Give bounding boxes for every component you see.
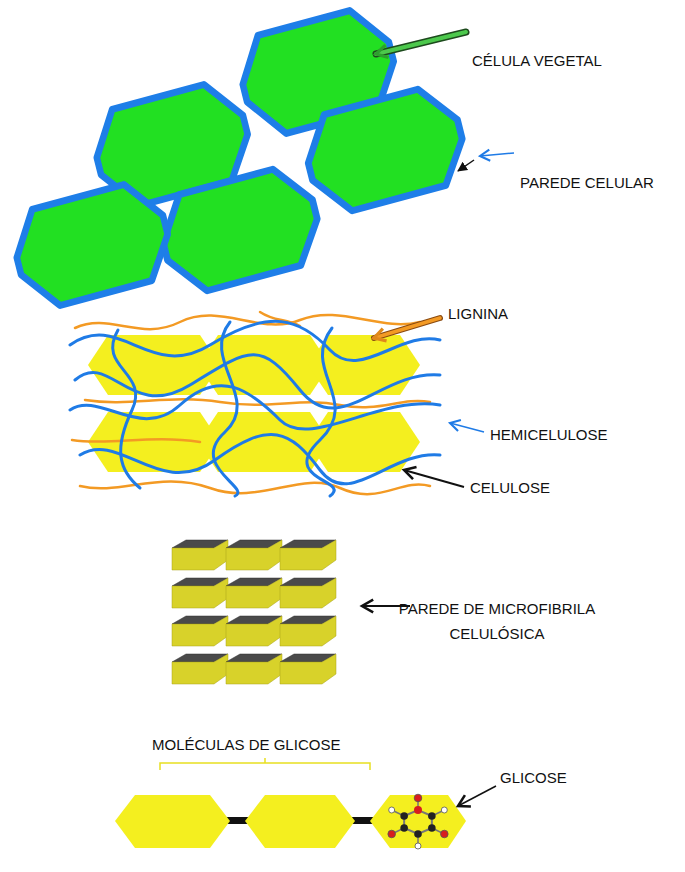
part-label: PAREDE DE MICROFIBRILA CELULÓSICA — [372, 596, 622, 646]
part-label: GLICOSE — [500, 769, 567, 787]
part-label: LIGNINA — [448, 305, 508, 323]
part-label: PAREDE CELULAR — [520, 174, 654, 192]
bracket — [160, 758, 370, 770]
glucose-molecule — [388, 794, 448, 849]
part-label: HEMICELULOSE — [490, 426, 608, 444]
microfibril-stack — [172, 540, 336, 684]
hemicellulose-strands — [70, 321, 440, 496]
leader-arrow — [458, 786, 496, 806]
part-label: CÉLULA VEGETAL — [472, 52, 602, 70]
leader-arrows — [374, 318, 484, 487]
glucose-chain — [115, 795, 466, 848]
part-label: MOLÉCULAS DE GLICOSE — [152, 736, 340, 754]
part-label: CELULOSE — [470, 479, 550, 497]
plant-cells — [6, 3, 473, 313]
